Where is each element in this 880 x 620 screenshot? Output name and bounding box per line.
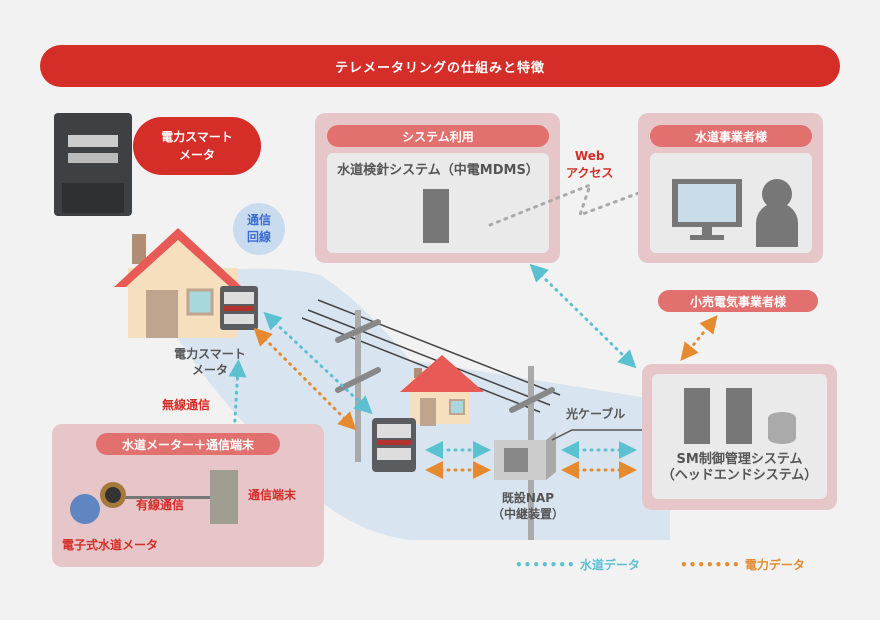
water-meter-dial-icon	[100, 482, 126, 508]
small-house-icon	[400, 355, 484, 426]
house-smart-meter-icon	[220, 286, 258, 330]
nap-device-icon	[494, 432, 556, 480]
water-utility-header: 水道事業者様	[650, 125, 812, 147]
wireless-label: 無線通信	[162, 398, 211, 412]
headend-line1: SM制御管理システム	[676, 452, 803, 467]
web-line2: アクセス	[566, 166, 614, 180]
server-icon	[423, 189, 449, 243]
water-meter-panel: 水道メーター＋通信端末 有線通信 通信端末 電子式水道メータ	[52, 424, 324, 567]
legend-water-label: 水道データ	[579, 558, 640, 572]
legend-power-label: 電力データ	[744, 558, 805, 572]
water-data-arrow-system	[529, 263, 637, 369]
nap-line2: （中継装置）	[491, 507, 564, 521]
power-data-arrow-retail	[680, 315, 718, 361]
legend-power: ••••••• 電力データ	[680, 556, 805, 573]
server-icon-1	[684, 388, 710, 444]
headend-label: SM制御管理システム （ヘッドエンドシステム）	[652, 452, 827, 484]
water-data-arrow-wireless	[223, 359, 247, 479]
legend-power-line: •••••••	[680, 558, 741, 572]
comm-line1: 通信	[246, 213, 271, 227]
system-panel-inner: 水道検針システム（中電MDMS）	[327, 153, 549, 253]
fiber-label: 光ケーブル	[566, 407, 626, 421]
bubble-line1: 電力スマート	[161, 130, 233, 144]
smart-meter-photo	[54, 113, 132, 216]
smart-meter-bubble: 電力スマートメータ	[133, 117, 261, 175]
web-access-label: Web アクセス	[566, 148, 613, 182]
terminal-label: 通信端末	[248, 488, 297, 502]
house-meter-line1: 電力スマート	[174, 347, 246, 361]
water-utility-inner	[650, 153, 812, 253]
headend-inner: SM制御管理システム （ヘッドエンドシステム）	[652, 374, 827, 499]
electronic-meter-label: 電子式水道メータ	[62, 538, 159, 552]
house-meter-line2: メータ	[191, 363, 228, 377]
server-icon-2	[726, 388, 752, 444]
system-name: 水道検針システム（中電MDMS）	[337, 163, 539, 178]
system-panel-header: システム利用	[327, 125, 549, 147]
web-line1: Web	[574, 149, 605, 163]
house-icon	[114, 228, 242, 338]
page-title: テレメータリングの仕組みと特徴	[40, 45, 840, 87]
legend-water-line: •••••••	[515, 558, 576, 572]
pole-smart-meter-icon	[372, 418, 416, 472]
comm-line-bubble: 通信回線	[233, 203, 285, 255]
monitor-icon	[672, 179, 742, 227]
house-meter-label: 電力スマート メータ	[160, 346, 260, 378]
nap-label: 既設NAP （中継装置）	[478, 490, 578, 522]
comm-line2: 回線	[246, 230, 271, 244]
legend-water: ••••••• 水道データ	[515, 556, 640, 573]
bubble-line2: メータ	[178, 148, 215, 162]
water-meter-header: 水道メーター＋通信端末	[96, 433, 280, 455]
headend-line2: （ヘッドエンドシステム）	[661, 468, 818, 483]
retail-power-label: 小売電気事業者様	[658, 290, 818, 312]
water-utility-panel: 水道事業者様	[638, 113, 823, 263]
comm-terminal-icon	[210, 470, 238, 524]
electronic-water-meter-icon	[70, 494, 100, 524]
nap-line1: 既設NAP	[501, 491, 555, 505]
database-icon	[768, 412, 796, 444]
power-data-arrow-house	[253, 327, 357, 431]
system-panel: システム利用 水道検針システム（中電MDMS）	[315, 113, 560, 263]
wired-cable	[118, 496, 214, 499]
wired-label: 有線通信	[136, 498, 185, 512]
headend-panel: SM制御管理システム （ヘッドエンドシステム）	[642, 364, 837, 510]
